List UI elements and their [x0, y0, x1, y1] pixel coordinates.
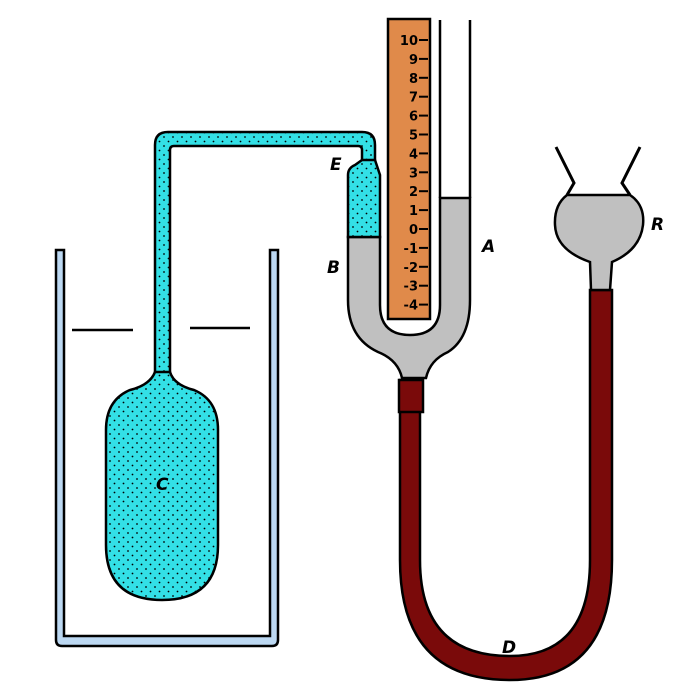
scale-tick-label: 0	[409, 223, 418, 238]
scale-tick-label: 10	[400, 34, 418, 49]
label-b: B	[327, 258, 340, 278]
scale-tick-label: 9	[409, 53, 418, 68]
tube-connector	[397, 378, 425, 414]
label-r: R	[651, 215, 664, 235]
scale-tick-label: -1	[404, 242, 418, 257]
scale-tick-label: -2	[404, 261, 418, 276]
u-tube	[346, 196, 472, 380]
beaker	[54, 248, 280, 648]
scale-tick-label: 8	[409, 72, 418, 87]
scale-tick-label: 2	[409, 185, 418, 200]
scale-tick-label: -4	[404, 299, 418, 314]
label-d: D	[502, 638, 516, 658]
scale-tick-label: 7	[409, 91, 418, 106]
reservoir-right-lip	[620, 146, 642, 196]
scale-tick-label: 4	[409, 147, 418, 162]
label-a: A	[480, 237, 495, 257]
scale-tick-label: 1	[409, 204, 418, 219]
scale	[386, 17, 432, 321]
label-c: C	[156, 475, 169, 495]
rubber-tube-d	[398, 288, 614, 682]
scale-tick-label: 3	[409, 166, 418, 181]
bulb-c	[104, 370, 220, 602]
label-e: E	[330, 155, 342, 175]
reservoir-left-lip	[554, 146, 576, 196]
gas-tube	[153, 130, 377, 380]
scale-tick-label: 6	[409, 110, 418, 125]
reservoir-r	[553, 193, 645, 292]
gas-in-b	[346, 158, 382, 239]
scale-tick-label: 5	[409, 129, 418, 144]
scale-tick-label: -3	[404, 280, 418, 295]
